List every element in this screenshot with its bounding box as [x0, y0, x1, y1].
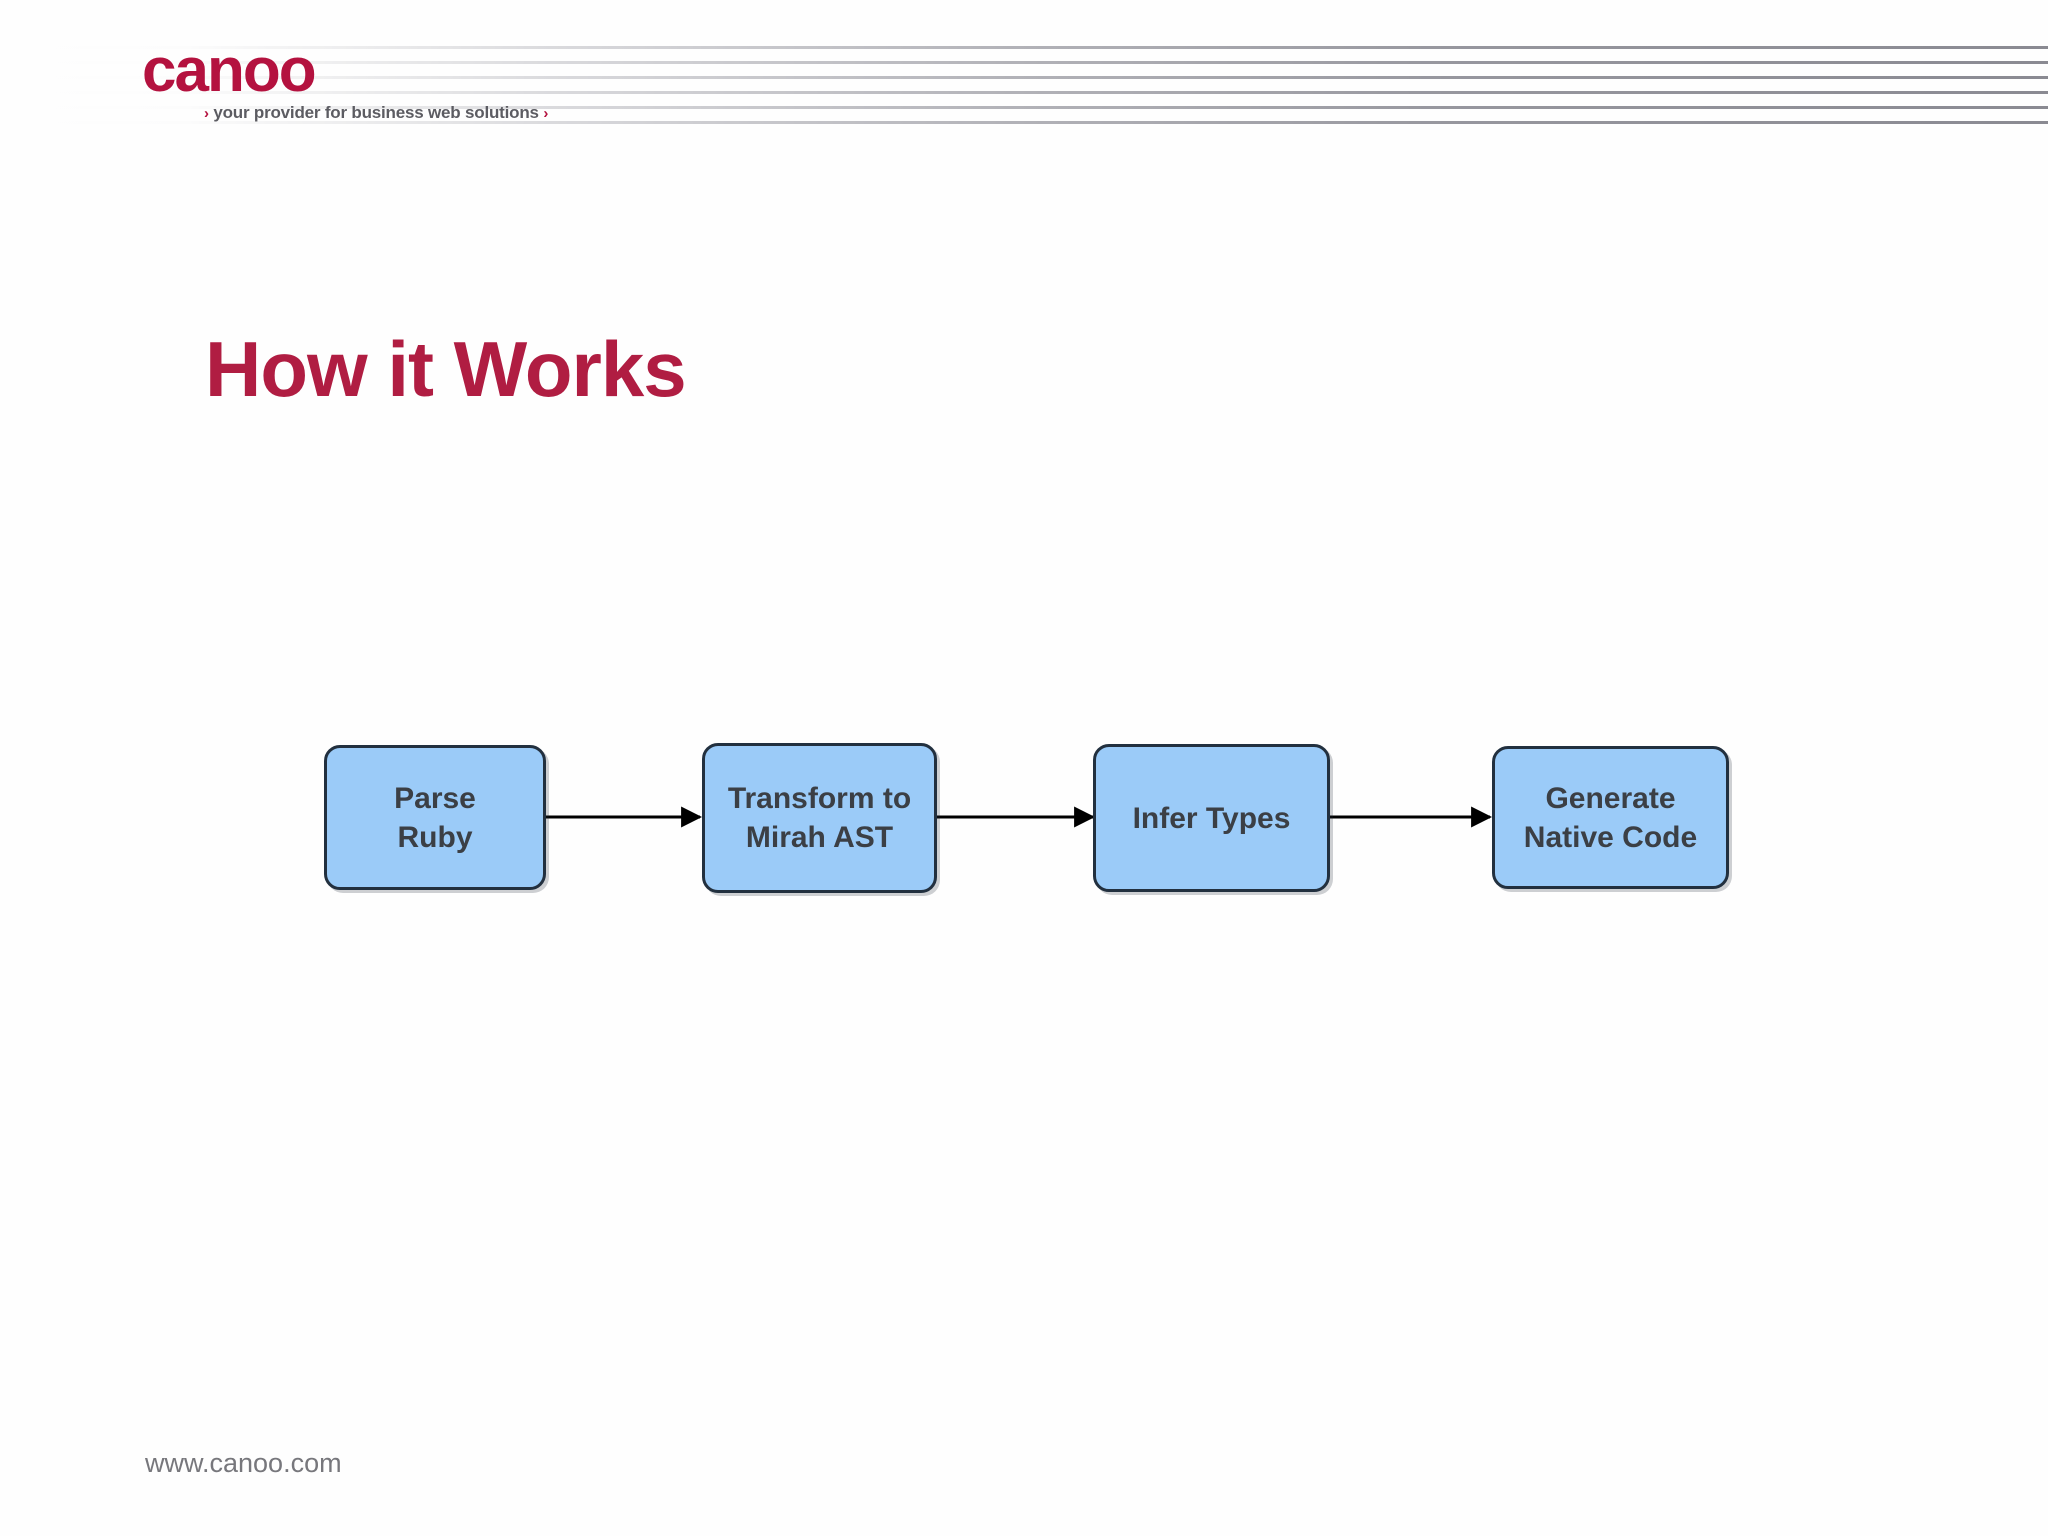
how-it-works-flowchart: Parse Ruby Transform to Mirah AST Infer … [0, 735, 2048, 915]
canoo-wordmark: canoo [142, 36, 317, 105]
flow-node-generate-native-code[interactable]: Generate Native Code [1492, 746, 1729, 889]
flow-node-label: Generate Native Code [1523, 781, 1698, 854]
slide-header: canoo › your provider for business web s… [0, 0, 2048, 170]
page-title: How it Works [205, 325, 687, 413]
flow-node-parse-ruby[interactable]: Parse Ruby [324, 745, 546, 890]
flow-node-label: Transform to Mirah AST [727, 782, 912, 854]
footer-url: www.canoo.com [145, 1448, 342, 1478]
flow-node-label: Parse Ruby [394, 781, 476, 854]
header-line-3 [0, 76, 2048, 79]
header-line-6 [0, 121, 2048, 124]
canoo-tagline: › your provider for business web solutio… [204, 103, 548, 123]
header-decorative-lines [0, 46, 2048, 136]
chevron-right-icon-right: › [543, 105, 549, 122]
header-line-4 [0, 91, 2048, 94]
flow-node-infer-types[interactable]: Infer Types [1093, 744, 1330, 892]
canoo-logo: canoo › your provider for business web s… [142, 40, 622, 130]
header-line-2 [0, 61, 2048, 64]
flow-node-transform-mirah-ast[interactable]: Transform to Mirah AST [702, 743, 937, 893]
header-line-1 [0, 46, 2048, 49]
header-line-5 [0, 106, 2048, 109]
flowchart-connectors [546, 806, 1493, 828]
flow-node-label: Infer Types [1132, 801, 1291, 835]
canoo-tagline-text: your provider for business web solutions [213, 103, 539, 122]
chevron-right-icon-left: › [204, 105, 209, 122]
